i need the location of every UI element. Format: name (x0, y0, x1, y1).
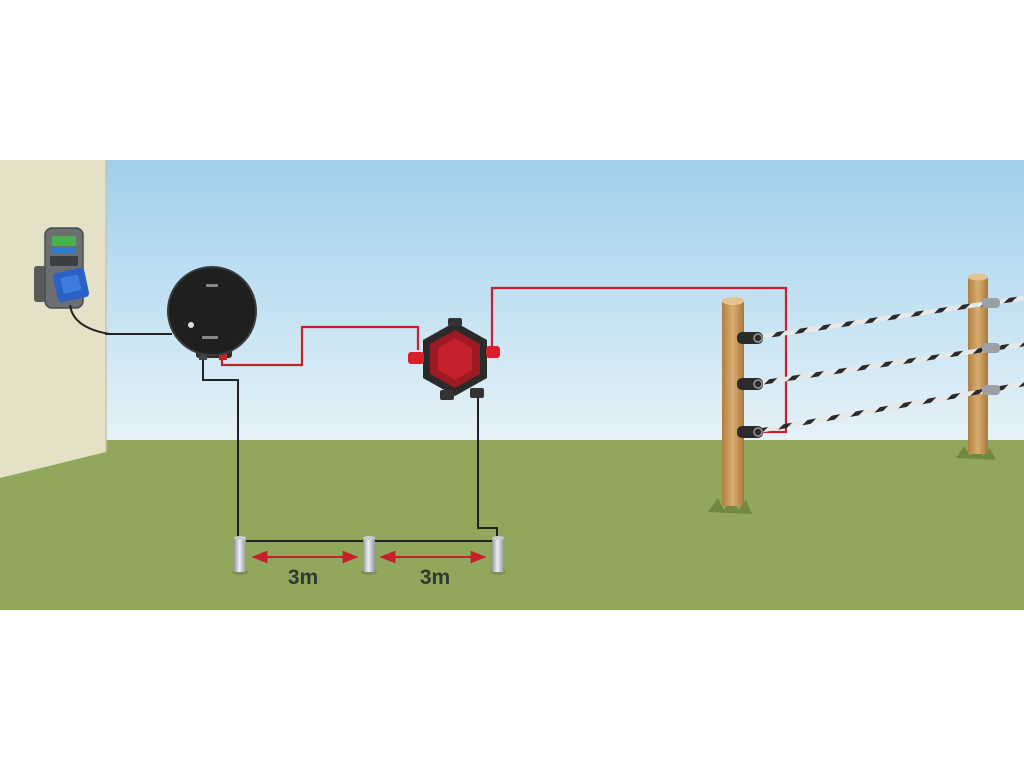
fence-energizer-icon (167, 266, 257, 360)
insulator-icon (737, 332, 763, 344)
earth-rods (232, 536, 506, 575)
insulator-icon (982, 343, 1000, 353)
spacing-label-2: 3m (420, 566, 450, 589)
earth-wire-diverter (477, 398, 498, 538)
earth-wire-energizer (202, 360, 239, 538)
insulator-icon (982, 385, 1000, 395)
spacing-label-1: 3m (288, 566, 318, 589)
diverter-to-fence-wire (490, 286, 788, 434)
background (0, 160, 1024, 610)
insulator-icon (982, 298, 1000, 308)
building-wall (0, 160, 106, 478)
polywire-bottom (751, 381, 1024, 435)
polywire-top (751, 295, 1024, 341)
lightning-diverter-icon (408, 318, 500, 400)
earth-rod-icon (232, 536, 248, 575)
earth-rod-icon (490, 536, 506, 575)
insulators (737, 298, 1000, 438)
fence-post-icon (956, 273, 996, 460)
distance-markers: 3m 3m (251, 550, 487, 589)
insulator-icon (737, 426, 763, 438)
sky (0, 160, 1024, 442)
polywire-middle (751, 341, 1024, 387)
fence-wires (751, 295, 1024, 435)
fence-post-icon (708, 297, 752, 514)
earth-rod-icon (361, 536, 377, 575)
fence-output-wire (220, 325, 420, 367)
grass-field (0, 440, 1024, 610)
wall-socket-plug-icon (34, 227, 111, 335)
insulator-icon (737, 378, 763, 390)
